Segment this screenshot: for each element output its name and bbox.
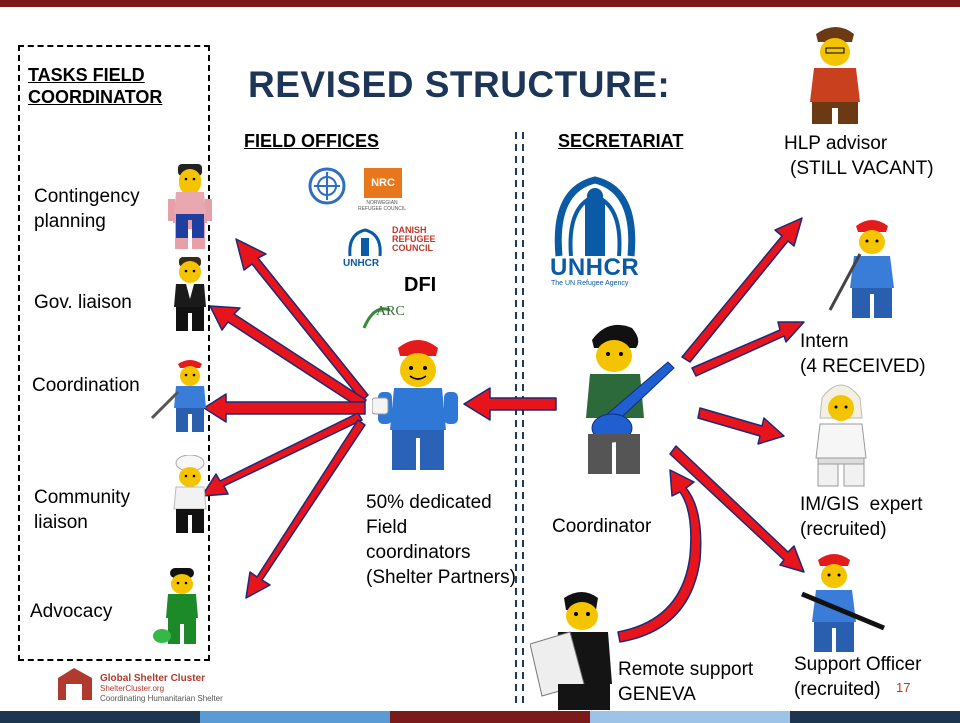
task-community-liaison: Community liaison (34, 485, 130, 535)
field-offices-header: FIELD OFFICES (244, 131, 379, 151)
bottom-bar (0, 711, 960, 723)
remote-support-line1: Remote support (618, 659, 754, 680)
arrow-to-coordination (203, 393, 366, 423)
coordinator-figure (586, 324, 675, 474)
hlp-advisor-figure (810, 27, 860, 124)
lego-figure-icon (174, 164, 206, 238)
coordinator-label: Coordinator (552, 516, 652, 537)
arrow-to-gov-liaison (209, 305, 367, 409)
lego-figure-icon (153, 568, 198, 644)
gsc-site: ShelterCluster.org (100, 684, 165, 693)
lego-figure-icon (150, 360, 206, 432)
tasks-header: TASKS FIELD COORDINATOR (28, 64, 162, 108)
nrc-logo-caption: NORWEGIAN REFUGEE COUNCIL (354, 200, 410, 212)
arrow-to-contingency (235, 238, 369, 402)
unhcr-logo-text: UNHCR (550, 254, 640, 281)
secretariat-header: SECRETARIAT (558, 131, 684, 151)
support-line1: Support Officer (794, 654, 922, 675)
field-coord-line3: coordinators (366, 542, 471, 563)
drc-logo-line3: COUNCIL (392, 243, 433, 253)
field-coordinators-label: 50% dedicated Field coordinators (Shelte… (366, 490, 516, 590)
tasks-header-line1: TASKS FIELD (28, 65, 145, 85)
arrow-to-intern (691, 321, 805, 377)
nrc-logo-icon: NRC (364, 168, 402, 198)
arrow-to-imgis (697, 407, 785, 445)
drc-logo-line1: DANISH (392, 225, 427, 235)
page-number: 17 (896, 680, 911, 695)
dfi-logo-text: DFI (404, 274, 437, 296)
intern-line2: (4 RECEIVED) (800, 356, 926, 377)
gsc-tagline: Coordinating Humanitarian Shelter (100, 694, 223, 703)
tasks-box (18, 45, 210, 661)
field-coord-line2: Field (366, 517, 408, 538)
tasks-header-line2: COORDINATOR (28, 87, 163, 107)
arrow-remote-support (617, 469, 702, 643)
unhcr-logo-icon (554, 176, 636, 257)
support-line2: (recruited) (794, 679, 881, 700)
drc-logo-line2: REFUGEE (392, 234, 436, 244)
imgis-expert-label: IM/GIS expert (recruited) (800, 492, 922, 542)
remote-support-label: Remote support GENEVA (618, 657, 753, 707)
imgis-line2: (recruited) (800, 519, 887, 540)
arrow-to-support (669, 445, 805, 573)
task-label-line2: liaison (34, 512, 88, 533)
drc-logo-icon: DANISH REFUGEE COUNCIL (392, 226, 436, 253)
support-officer-label: Support Officer (recruited) (794, 652, 921, 702)
unhcr-small-logo-text: UNHCR (343, 258, 380, 269)
nrc-caption-line2: REFUGEE COUNCIL (357, 206, 407, 212)
intern-figure (828, 220, 894, 318)
gsc-branding: Global Shelter Cluster ShelterCluster.or… (100, 674, 223, 704)
task-label-line1: Contingency (34, 186, 140, 207)
support-officer-figure (801, 554, 885, 652)
nrc-logo-text: NRC (371, 177, 395, 189)
task-label-line2: planning (34, 211, 106, 232)
lego-figure-icon (173, 455, 207, 533)
arc-logo-icon (362, 307, 391, 329)
slide-title: REVISED STRUCTURE: (248, 64, 671, 105)
arrow-to-hlp (681, 217, 803, 363)
task-label-line1: Community (34, 487, 131, 508)
task-gov-liaison: Gov. liaison (34, 292, 132, 313)
unhcr-small-logo-icon (348, 228, 382, 257)
field-coordinator-figure (372, 340, 458, 470)
imgis-line1: IM/GIS expert (800, 494, 923, 515)
hlp-line2: (STILL VACANT) (790, 158, 934, 179)
intern-label: Intern (4 RECEIVED) (800, 329, 926, 379)
task-contingency: Contingency planning (34, 184, 140, 234)
field-coord-line1: 50% dedicated (366, 492, 492, 513)
arrow-to-advocacy (245, 419, 366, 599)
gsc-logo-icon (58, 668, 92, 700)
nrc-caption-line1: NORWEGIAN (366, 200, 398, 206)
top-bar (0, 0, 960, 7)
un-logo-icon (308, 167, 346, 205)
task-advocacy: Advocacy (30, 601, 113, 622)
task-coordination: Coordination (32, 375, 140, 396)
hlp-advisor-label: HLP advisor (STILL VACANT) (784, 131, 934, 181)
arrow-to-community (201, 412, 363, 497)
imgis-expert-figure (815, 384, 867, 487)
unhcr-logo-tagline: The UN Refugee Agency (551, 280, 629, 287)
gsc-title: Global Shelter Cluster (100, 673, 206, 684)
remote-support-figure (530, 592, 612, 710)
lego-figure-icon (174, 257, 206, 331)
arrow-to-field-coordinator (463, 387, 557, 421)
field-coord-line4: (Shelter Partners) (366, 567, 516, 588)
intern-line1: Intern (800, 331, 849, 352)
hlp-line1: HLP advisor (784, 133, 888, 154)
remote-support-line2: GENEVA (618, 684, 696, 705)
arc-logo-text: ARC (376, 304, 405, 319)
